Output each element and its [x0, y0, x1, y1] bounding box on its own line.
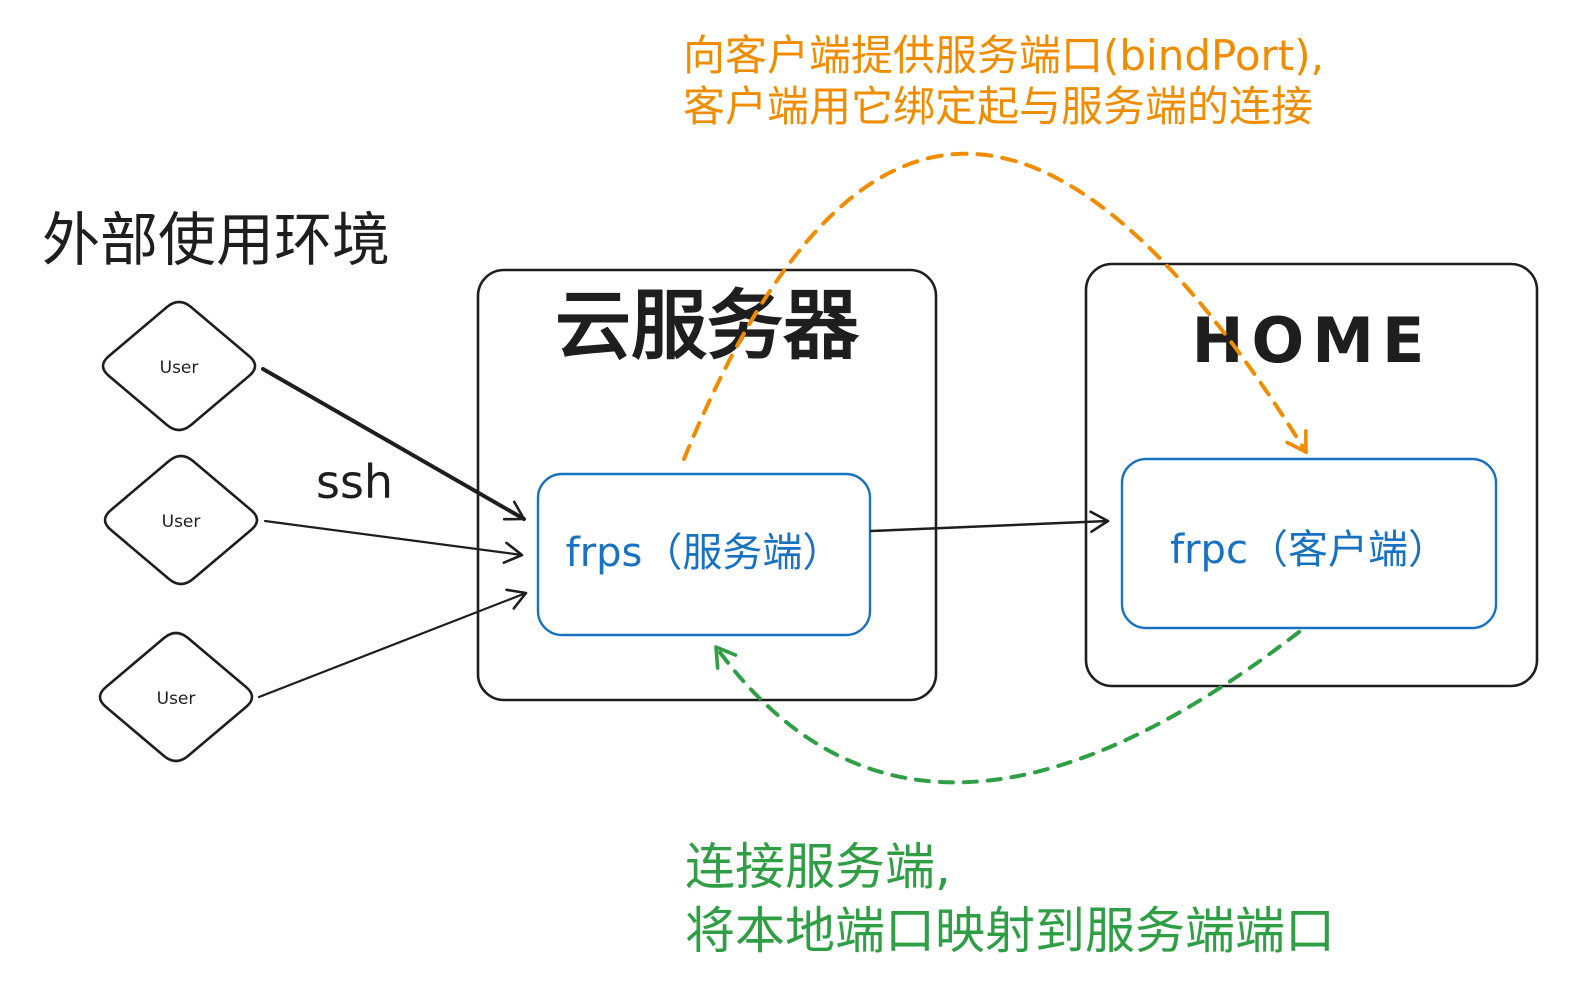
- user-diamond-1: [101, 300, 257, 432]
- user3-arrow: [257, 588, 528, 699]
- user-label-3: User: [157, 689, 196, 709]
- connect-annotation-line2: 将本地端口映射到服务端端口: [685, 902, 1335, 960]
- frps-to-frpc-arrow: [869, 510, 1110, 534]
- connect-dashed-arrow: [714, 630, 1301, 785]
- cloud-server-title: 云服务器: [555, 281, 860, 370]
- frpc-label: frpc（客户端）: [1170, 527, 1448, 573]
- bindport-annotation-line2: 客户端用它绑定起与服务端的连接: [683, 82, 1313, 131]
- frpc-box: [1120, 457, 1498, 630]
- user-diamond-2: [103, 454, 259, 586]
- user-label-2: User: [162, 512, 201, 532]
- user-label-1: User: [160, 358, 199, 378]
- frps-box: [536, 472, 872, 637]
- ssh-label: ssh: [316, 455, 393, 509]
- bindport-annotation-line1: 向客户端提供服务端口(bindPort),: [683, 31, 1324, 80]
- external-env-title: 外部使用环境: [42, 206, 390, 274]
- home-title: HOME: [1192, 304, 1433, 377]
- user1-ssh-arrow: [261, 367, 526, 521]
- user-diamond-3: [98, 631, 254, 763]
- connect-annotation-line1: 连接服务端,: [685, 838, 951, 896]
- bindport-dashed-arrow: [682, 151, 1308, 461]
- frps-label: frps（服务端）: [566, 530, 843, 576]
- user2-arrow: [263, 519, 524, 564]
